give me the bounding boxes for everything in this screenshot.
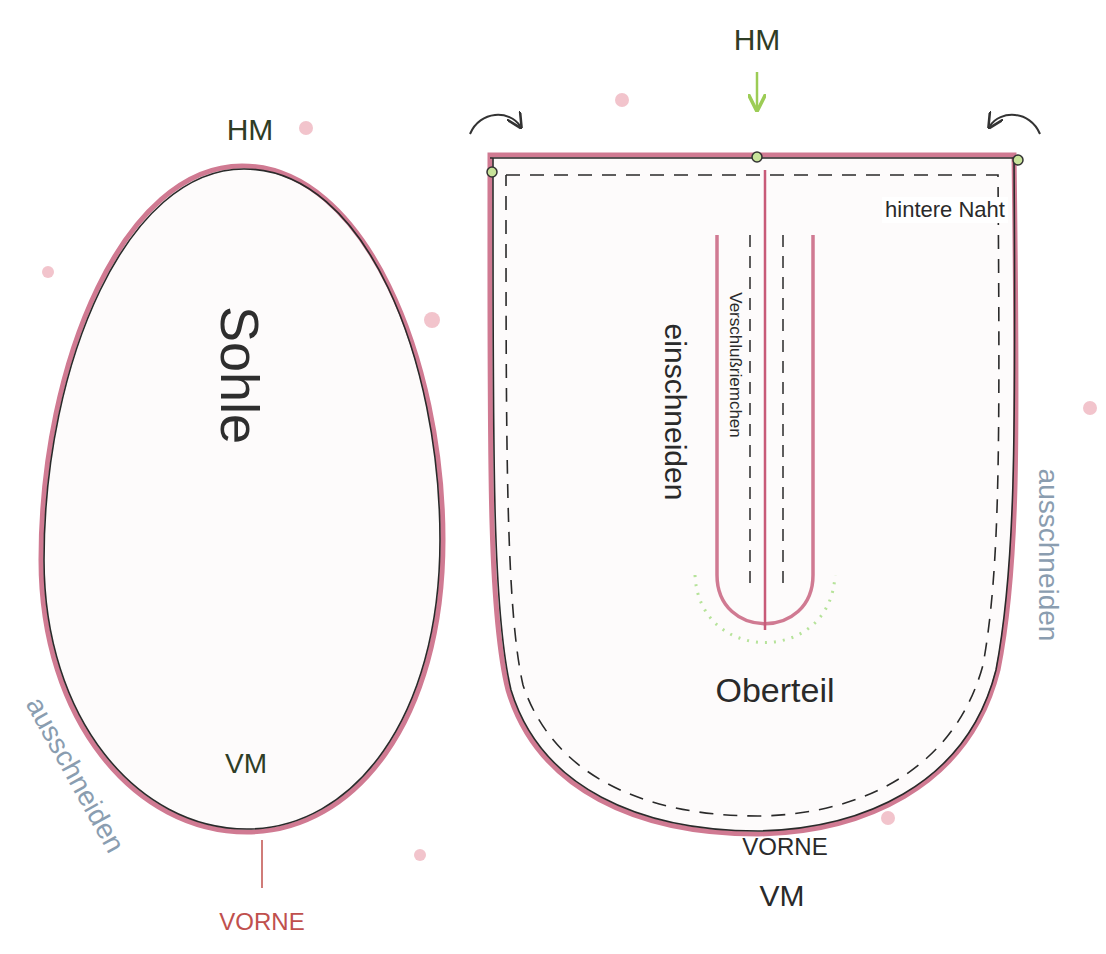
outline-path [490,158,1015,831]
outline-path [695,575,835,643]
cut-note: einschneiden [660,324,690,501]
fold-arrow [470,115,520,134]
piece-outline [478,150,1028,840]
hm-arrow [756,72,759,108]
match-point [1013,155,1023,165]
marker-label: HM [227,115,274,145]
piece-outline [695,215,835,650]
upper-piece: Oberteil Verschlußriemchen [478,150,1028,840]
piece-name: Oberteil [715,673,834,707]
marker-label: VM [760,881,805,911]
match-point [487,167,497,177]
outline-path [44,169,440,829]
sole-piece: Sohle [35,160,450,840]
front-label: VORNE [219,910,304,934]
match-point [752,152,762,162]
front-label: VORNE [742,835,827,859]
decor-dots [42,93,1097,861]
piece-name: Sohle [213,306,267,444]
outline-path [764,170,767,630]
marker-label: HM [734,25,781,55]
piece-outline [35,160,450,840]
outline-path [490,155,1016,834]
strap-piece: Verschlußriemchen [695,215,835,650]
outline-path [782,235,784,585]
outline-path [749,235,751,585]
fold-arrow [990,115,1040,134]
marker-label: VM [225,750,267,778]
piece-name: Verschlußriemchen [727,292,744,438]
front-mark [261,840,263,888]
cut-note: ausschneiden [1034,469,1062,642]
outline-path [506,175,999,816]
outline-path [41,166,443,832]
seam-label: hintere Naht [882,197,1008,223]
